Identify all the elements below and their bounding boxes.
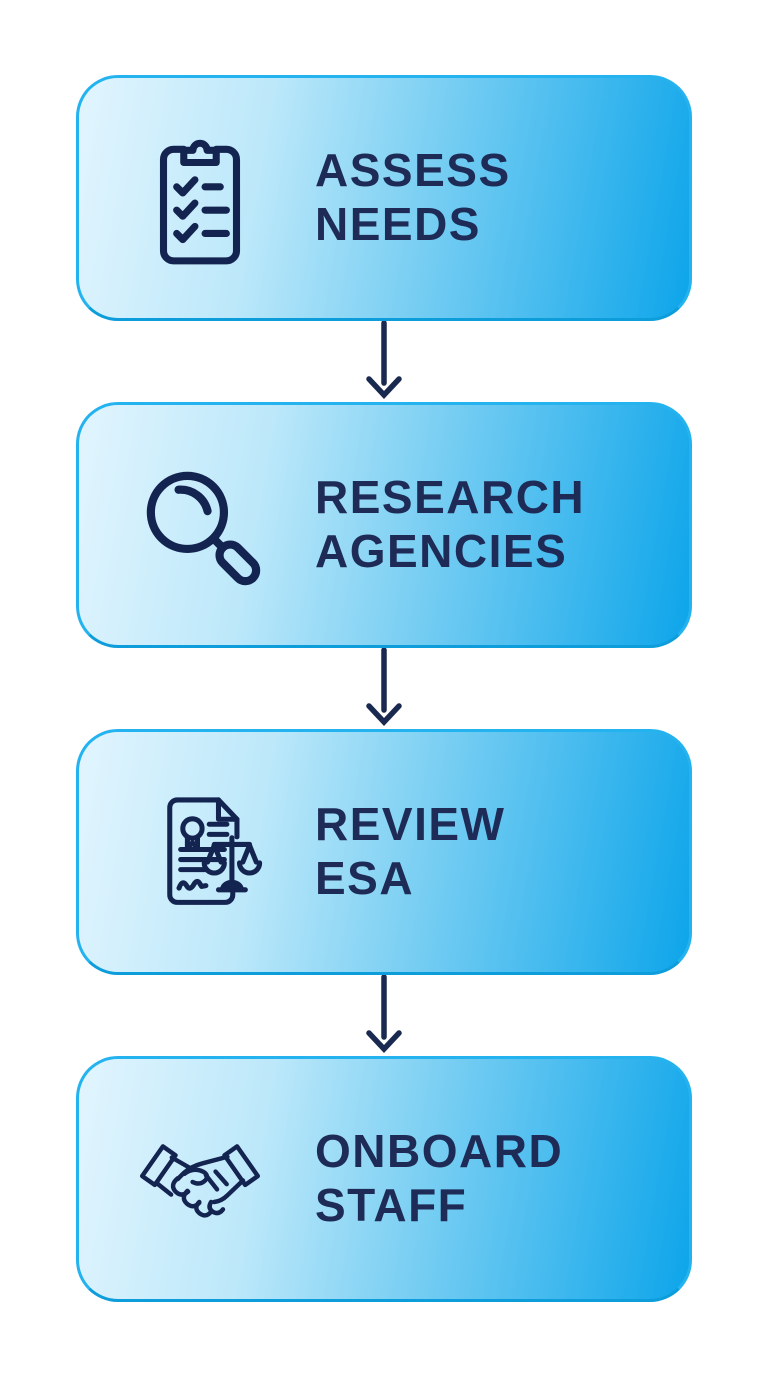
step-label: RESEARCH AGENCIES <box>315 471 586 577</box>
down-arrow-icon <box>366 321 402 400</box>
handshake-icon <box>137 1117 263 1241</box>
step-label: REVIEW ESA <box>315 798 506 904</box>
flow-connector <box>361 975 407 1056</box>
checklist-clipboard-icon <box>137 125 263 271</box>
flow-connector <box>361 321 407 402</box>
down-arrow-icon <box>366 975 402 1054</box>
step-research-agencies: RESEARCH AGENCIES <box>76 402 692 648</box>
step-review-esa: REVIEW ESA <box>76 729 692 975</box>
flow-connector <box>361 648 407 729</box>
contract-scales-icon <box>137 777 263 927</box>
step-onboard-staff: ONBOARD STAFF <box>76 1056 692 1302</box>
step-assess-needs: ASSESS NEEDS <box>76 75 692 321</box>
step-label: ONBOARD STAFF <box>315 1125 564 1231</box>
down-arrow-icon <box>366 648 402 727</box>
magnifier-icon <box>137 458 263 592</box>
step-label: ASSESS NEEDS <box>315 144 511 250</box>
